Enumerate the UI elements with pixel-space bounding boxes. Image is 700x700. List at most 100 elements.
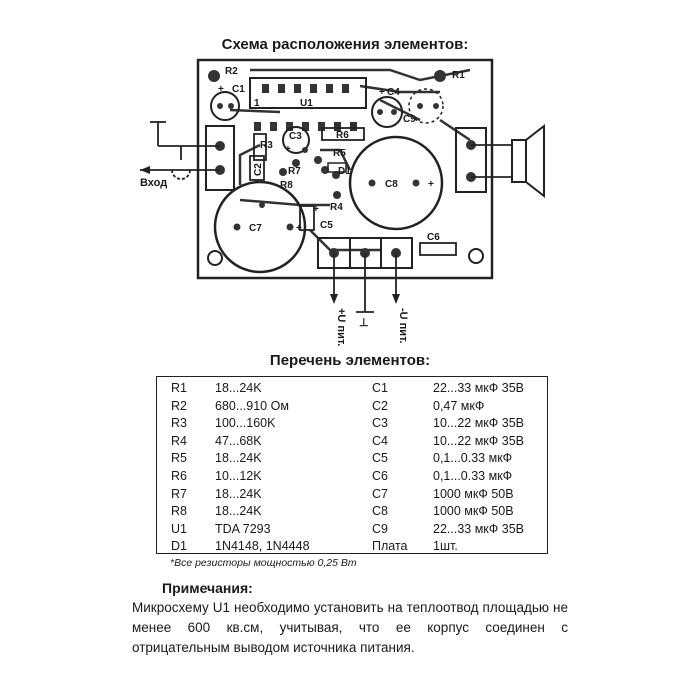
label-c4: C4 — [387, 87, 400, 98]
c4-outline — [371, 96, 403, 128]
part-value: 1N4148, 1N4448 — [215, 539, 310, 554]
label-plus-c4: + — [379, 87, 385, 98]
part-ref: R6 — [171, 469, 187, 483]
label-plus-c8: + — [428, 179, 434, 190]
part-value: 1шт. — [433, 539, 458, 554]
part-value: 0,47 мкФ — [433, 398, 485, 413]
label-u1: U1 — [300, 98, 313, 109]
part-ref: C2 — [372, 398, 388, 413]
part-ref: C6 — [372, 469, 388, 483]
label-c3: C3 — [289, 131, 302, 142]
c2-outline — [249, 155, 265, 181]
input-arrow — [140, 166, 150, 174]
part-ref: U1 — [171, 521, 187, 536]
part-ref: R5 — [171, 451, 187, 466]
mounting-holes — [207, 248, 484, 266]
r6-outline — [321, 127, 365, 141]
part-ref: R8 — [171, 504, 187, 519]
part-ref: R1 — [171, 381, 187, 395]
label-d1: D1 — [338, 166, 351, 177]
part-ref: C8 — [372, 504, 388, 519]
supply-neg-label: -U пит. — [397, 308, 409, 344]
c7-outline — [213, 180, 307, 274]
part-value: 10...12K — [215, 469, 262, 483]
speaker-icon — [511, 123, 545, 199]
part-value: TDA 7293 — [215, 521, 271, 536]
part-value: 1000 мкФ 50В — [433, 486, 514, 501]
output-connector — [455, 127, 487, 193]
part-ref: C1 — [372, 381, 388, 395]
power-wires — [333, 253, 397, 313]
small-part-pads — [259, 147, 341, 208]
label-r6: R6 — [336, 130, 349, 141]
label-r2: R2 — [225, 66, 238, 77]
notes-text: Микросхему U1 необходимо установить на т… — [132, 600, 568, 655]
components-list-title: Перечень элементов: — [269, 352, 431, 369]
label-plus-c1: + — [218, 84, 224, 95]
c1-outline — [210, 91, 240, 121]
pcb-board-outline — [196, 58, 494, 280]
c3-outline — [282, 126, 310, 154]
part-value: 680...910 Ом — [215, 398, 289, 413]
part-value: 10...22 мкФ 35В — [433, 416, 524, 431]
c1-pads — [217, 103, 234, 109]
part-ref: R2 — [171, 398, 187, 413]
input-wires — [140, 121, 220, 180]
r1-pad — [434, 70, 446, 82]
part-ref: C5 — [372, 451, 388, 466]
power-arrows — [330, 294, 400, 304]
label-r3: R3 — [260, 140, 273, 151]
label-plus-c3: + — [285, 144, 291, 155]
label-plus-c5: + — [313, 204, 319, 215]
part-ref: C4 — [372, 433, 388, 448]
layout-title: Схема расположения элементов: — [221, 36, 469, 53]
label-c8: C8 — [385, 179, 398, 190]
part-value: 18...24K — [215, 451, 262, 466]
power-connector-dividers — [349, 238, 382, 268]
part-ref: Плата — [372, 539, 408, 554]
part-ref: R3 — [171, 416, 187, 431]
part-value: 100...160K — [215, 416, 276, 431]
u1-outline — [249, 77, 367, 109]
label-r1: R1 — [452, 70, 465, 81]
label-pin1: 1 — [254, 98, 260, 109]
part-value: 1000 мкФ 50В — [433, 504, 514, 519]
input-connector — [205, 125, 235, 191]
label-c6: C6 — [427, 232, 440, 243]
c7-pads — [233, 223, 294, 231]
input-label: Вход — [140, 177, 167, 189]
part-ref: R7 — [171, 486, 187, 501]
ground-label: ⊥ — [359, 317, 369, 329]
part-ref: C3 — [372, 416, 388, 431]
c4-pads — [377, 109, 397, 115]
c8-outline — [348, 135, 444, 231]
label-c2: C2 — [253, 163, 264, 176]
label-r7: R7 — [288, 166, 301, 177]
r2-pad — [208, 70, 220, 82]
part-value: 18...24K — [215, 486, 262, 501]
part-value: 18...24K — [215, 381, 262, 395]
part-value: 22...33 мкФ 35В — [433, 381, 524, 395]
part-ref: D1 — [171, 539, 187, 554]
part-value: 0,1...0.33 мкФ — [433, 469, 513, 483]
c6-outline — [419, 242, 457, 256]
label-c1: C1 — [232, 84, 245, 95]
u1-pins — [254, 84, 357, 131]
c8-pads — [368, 179, 420, 187]
part-ref: C9 — [372, 521, 388, 536]
notes-title: Примечания: — [162, 580, 253, 596]
part-ref: C7 — [372, 486, 388, 501]
d1-outline — [327, 162, 347, 173]
label-c9: C9 — [403, 114, 416, 125]
part-value: 22...33 мкФ 35В — [433, 521, 524, 536]
speaker-wires — [471, 144, 512, 178]
supply-pos-label: +U пит. — [335, 308, 347, 346]
c5-outline — [299, 205, 315, 231]
c9-outline — [408, 88, 444, 124]
label-plus-c7: + — [296, 223, 302, 234]
label-c7: C7 — [249, 223, 262, 234]
part-value: 10...22 мкФ 35В — [433, 433, 524, 448]
c9-pads — [417, 103, 439, 109]
